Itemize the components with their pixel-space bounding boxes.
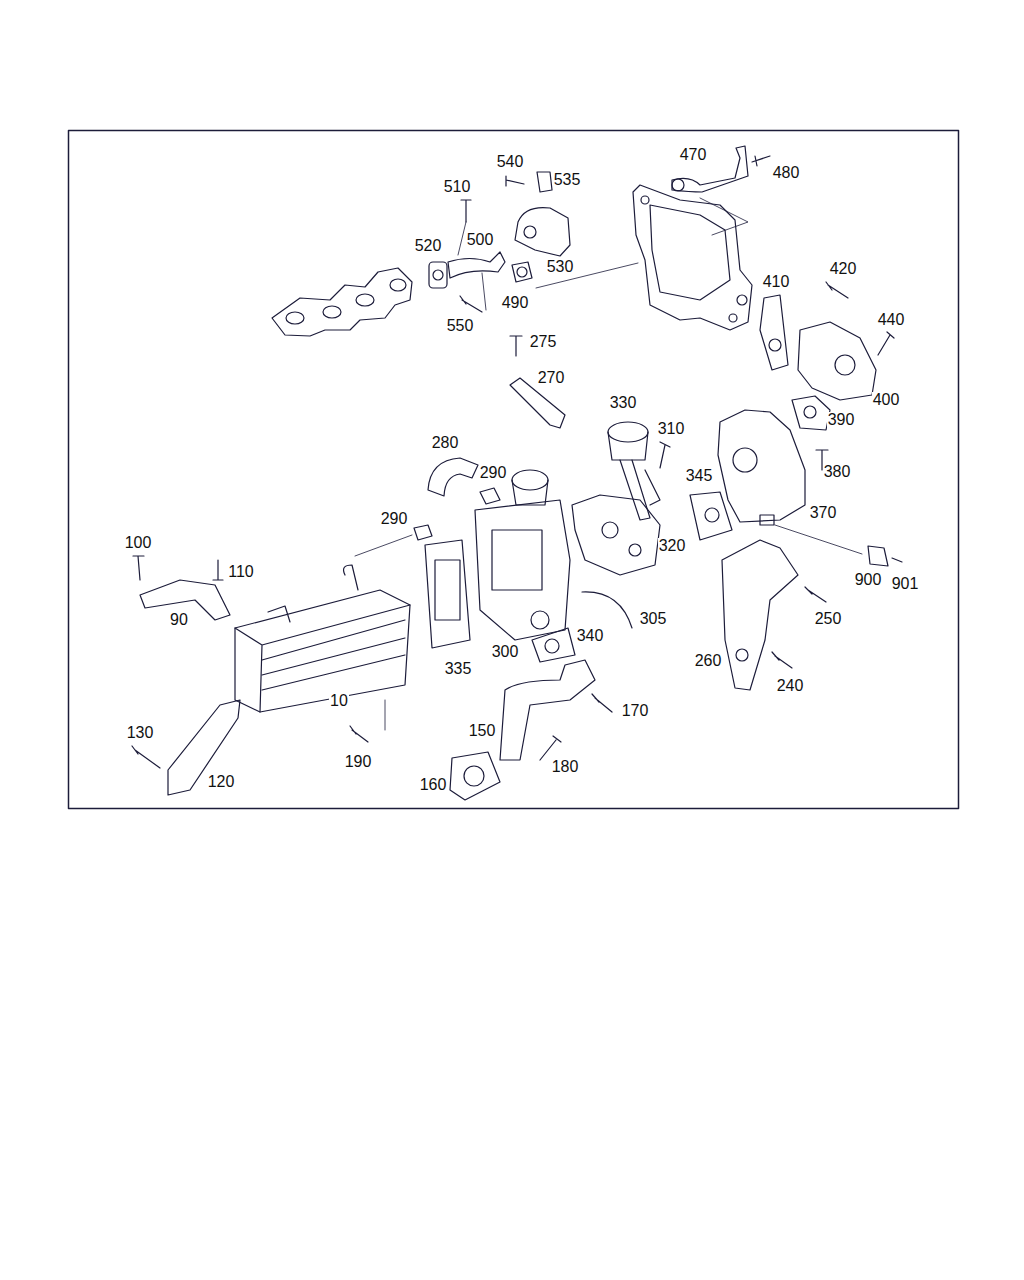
callout-number: 160 (419, 777, 448, 793)
hose (428, 458, 478, 496)
callout-number: 110 (227, 564, 255, 580)
bolt (350, 726, 368, 742)
bolt (826, 282, 848, 298)
callout-number: 320 (658, 538, 687, 554)
callout-number: 240 (776, 678, 805, 694)
bolt (805, 587, 826, 602)
housing (798, 322, 876, 400)
bolt (772, 652, 792, 668)
bracket (722, 540, 798, 690)
seal (582, 592, 632, 628)
callout-number: 330 (609, 395, 638, 411)
gasket (690, 492, 732, 540)
bolt (460, 296, 482, 312)
callout-number: 550 (446, 318, 475, 334)
clip (537, 172, 552, 192)
bolt (592, 694, 612, 712)
bolt (133, 556, 144, 580)
egr-valve (718, 410, 805, 525)
callout-number: 150 (468, 723, 497, 739)
callout-number: 345 (685, 468, 714, 484)
callout-number: 290 (479, 465, 508, 481)
actuator (608, 422, 660, 520)
flange (429, 262, 447, 288)
bolt (540, 736, 561, 760)
callout-number: 290 (380, 511, 409, 527)
bolt (132, 746, 160, 768)
gasket (532, 628, 575, 662)
callout-number: 470 (679, 147, 708, 163)
exhaust-manifold (272, 268, 412, 336)
callout-number: 370 (809, 505, 838, 521)
sensor-pipe (672, 146, 748, 192)
callout-number: 510 (443, 179, 472, 195)
callout-number: 280 (431, 435, 460, 451)
callout-number: 380 (823, 464, 852, 480)
callout-number: 540 (496, 154, 525, 170)
gasket (760, 295, 788, 370)
callout-number: 90 (169, 612, 189, 628)
bolt (660, 442, 670, 468)
bolt (510, 336, 522, 356)
bolt (878, 332, 894, 355)
callout-number: 305 (639, 611, 668, 627)
cover-plate (633, 185, 752, 330)
callout-number: 390 (827, 412, 856, 428)
callout-number: 410 (762, 274, 791, 290)
callout-number: 530 (546, 259, 575, 275)
callout-number: 300 (491, 644, 520, 660)
callout-number: 10 (329, 693, 349, 709)
bolt (506, 176, 524, 186)
callout-number: 490 (501, 295, 530, 311)
callout-number: 190 (344, 754, 373, 770)
callout-number: 520 (414, 238, 443, 254)
egr-cooler (235, 565, 410, 712)
callout-number: 260 (694, 653, 723, 669)
callout-number: 901 (891, 576, 920, 592)
callout-number: 180 (551, 759, 580, 775)
callout-number: 500 (466, 232, 495, 248)
callout-number: 170 (621, 703, 650, 719)
connector (868, 546, 902, 566)
gasket (512, 262, 532, 282)
callout-number: 400 (872, 392, 901, 408)
leader-line (355, 535, 412, 556)
callout-number: 900 (854, 572, 883, 588)
leader-line (700, 198, 748, 235)
callout-number: 275 (529, 334, 558, 350)
callout-number: 310 (657, 421, 686, 437)
callout-number: 440 (877, 312, 906, 328)
leader-line (385, 700, 386, 730)
callout-number: 420 (829, 261, 858, 277)
valve-block (572, 495, 660, 575)
pipe (448, 252, 505, 278)
callout-number: 535 (553, 172, 582, 188)
callout-number: 480 (772, 165, 801, 181)
callout-number: 130 (126, 725, 155, 741)
gasket (792, 396, 830, 430)
callout-number: 250 (814, 611, 843, 627)
bolt (752, 156, 770, 166)
heat-shield (515, 208, 570, 256)
frame (69, 131, 959, 809)
callout-number: 340 (576, 628, 605, 644)
bracket (168, 700, 240, 795)
bolt (461, 200, 471, 222)
clamp (414, 525, 432, 540)
callout-number: 270 (537, 370, 566, 386)
callout-number: 120 (207, 774, 236, 790)
clamp (480, 488, 500, 504)
stud (213, 560, 223, 580)
callout-number: 335 (444, 661, 473, 677)
pipe (500, 660, 595, 760)
callout-number: 100 (124, 535, 153, 551)
gasket (425, 540, 470, 648)
gasket (450, 752, 500, 800)
throttle-body (475, 470, 570, 640)
leader-line (775, 525, 862, 554)
